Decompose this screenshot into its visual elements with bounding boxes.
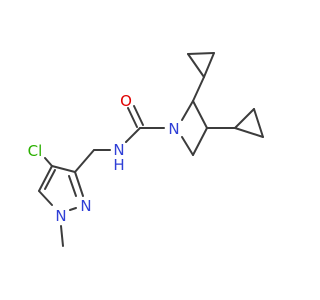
atom-labels: Cl N N N H O N [28, 92, 180, 225]
bond-c4-nazetidine [181, 136, 194, 156]
bond-c-o-b [133, 105, 144, 126]
bond-cyclopropyl-b-3 [234, 127, 264, 138]
bond-namide-ccarbonyl [125, 127, 141, 143]
atom-chlorine: Cl [28, 142, 43, 160]
bond-n1-c5 [38, 190, 53, 206]
atom-nitrogen-pyrazole-1: N [55, 207, 66, 225]
bond-c3-n2-inner [68, 175, 77, 197]
atom-nitrogen-amide: N [113, 141, 124, 159]
bond-c3-ch2 [74, 149, 95, 173]
bond-cyclopropyl-b-2 [253, 108, 264, 138]
bond-cyclopropyl-a-2 [187, 52, 215, 55]
bond-methyl-n1 [60, 225, 64, 247]
atom-oxygen-carbonyl: O [120, 92, 132, 110]
bond-c3-n2 [74, 171, 84, 197]
atom-nitrogen-azetidine: N [168, 120, 179, 138]
bond-cyclopropyl-a-3 [203, 52, 215, 78]
bonds [38, 52, 264, 247]
bond-c4-cl [44, 157, 53, 167]
bond-cyclopropyl-a-1 [187, 53, 205, 78]
bond-c5-c4-inner [44, 169, 56, 190]
bond-nazetidine-c2 [181, 100, 194, 121]
bond-c-o-a [127, 107, 138, 128]
atom-hydrogen-amide: H [113, 156, 124, 174]
bond-cyclopropyl-b-1 [234, 108, 255, 129]
bond-c4-c3 [51, 165, 76, 173]
atom-nitrogen-pyrazole-2: N [80, 197, 91, 215]
molecule-structure: Cl N N N H O N [28, 52, 264, 247]
bond-c5-c4 [38, 165, 53, 192]
bond-c2-cyclopropyl [192, 76, 205, 102]
bond-c3-c4 [192, 127, 208, 156]
bond-n2-n1 [69, 207, 77, 211]
bond-c2-c3 [192, 100, 208, 129]
